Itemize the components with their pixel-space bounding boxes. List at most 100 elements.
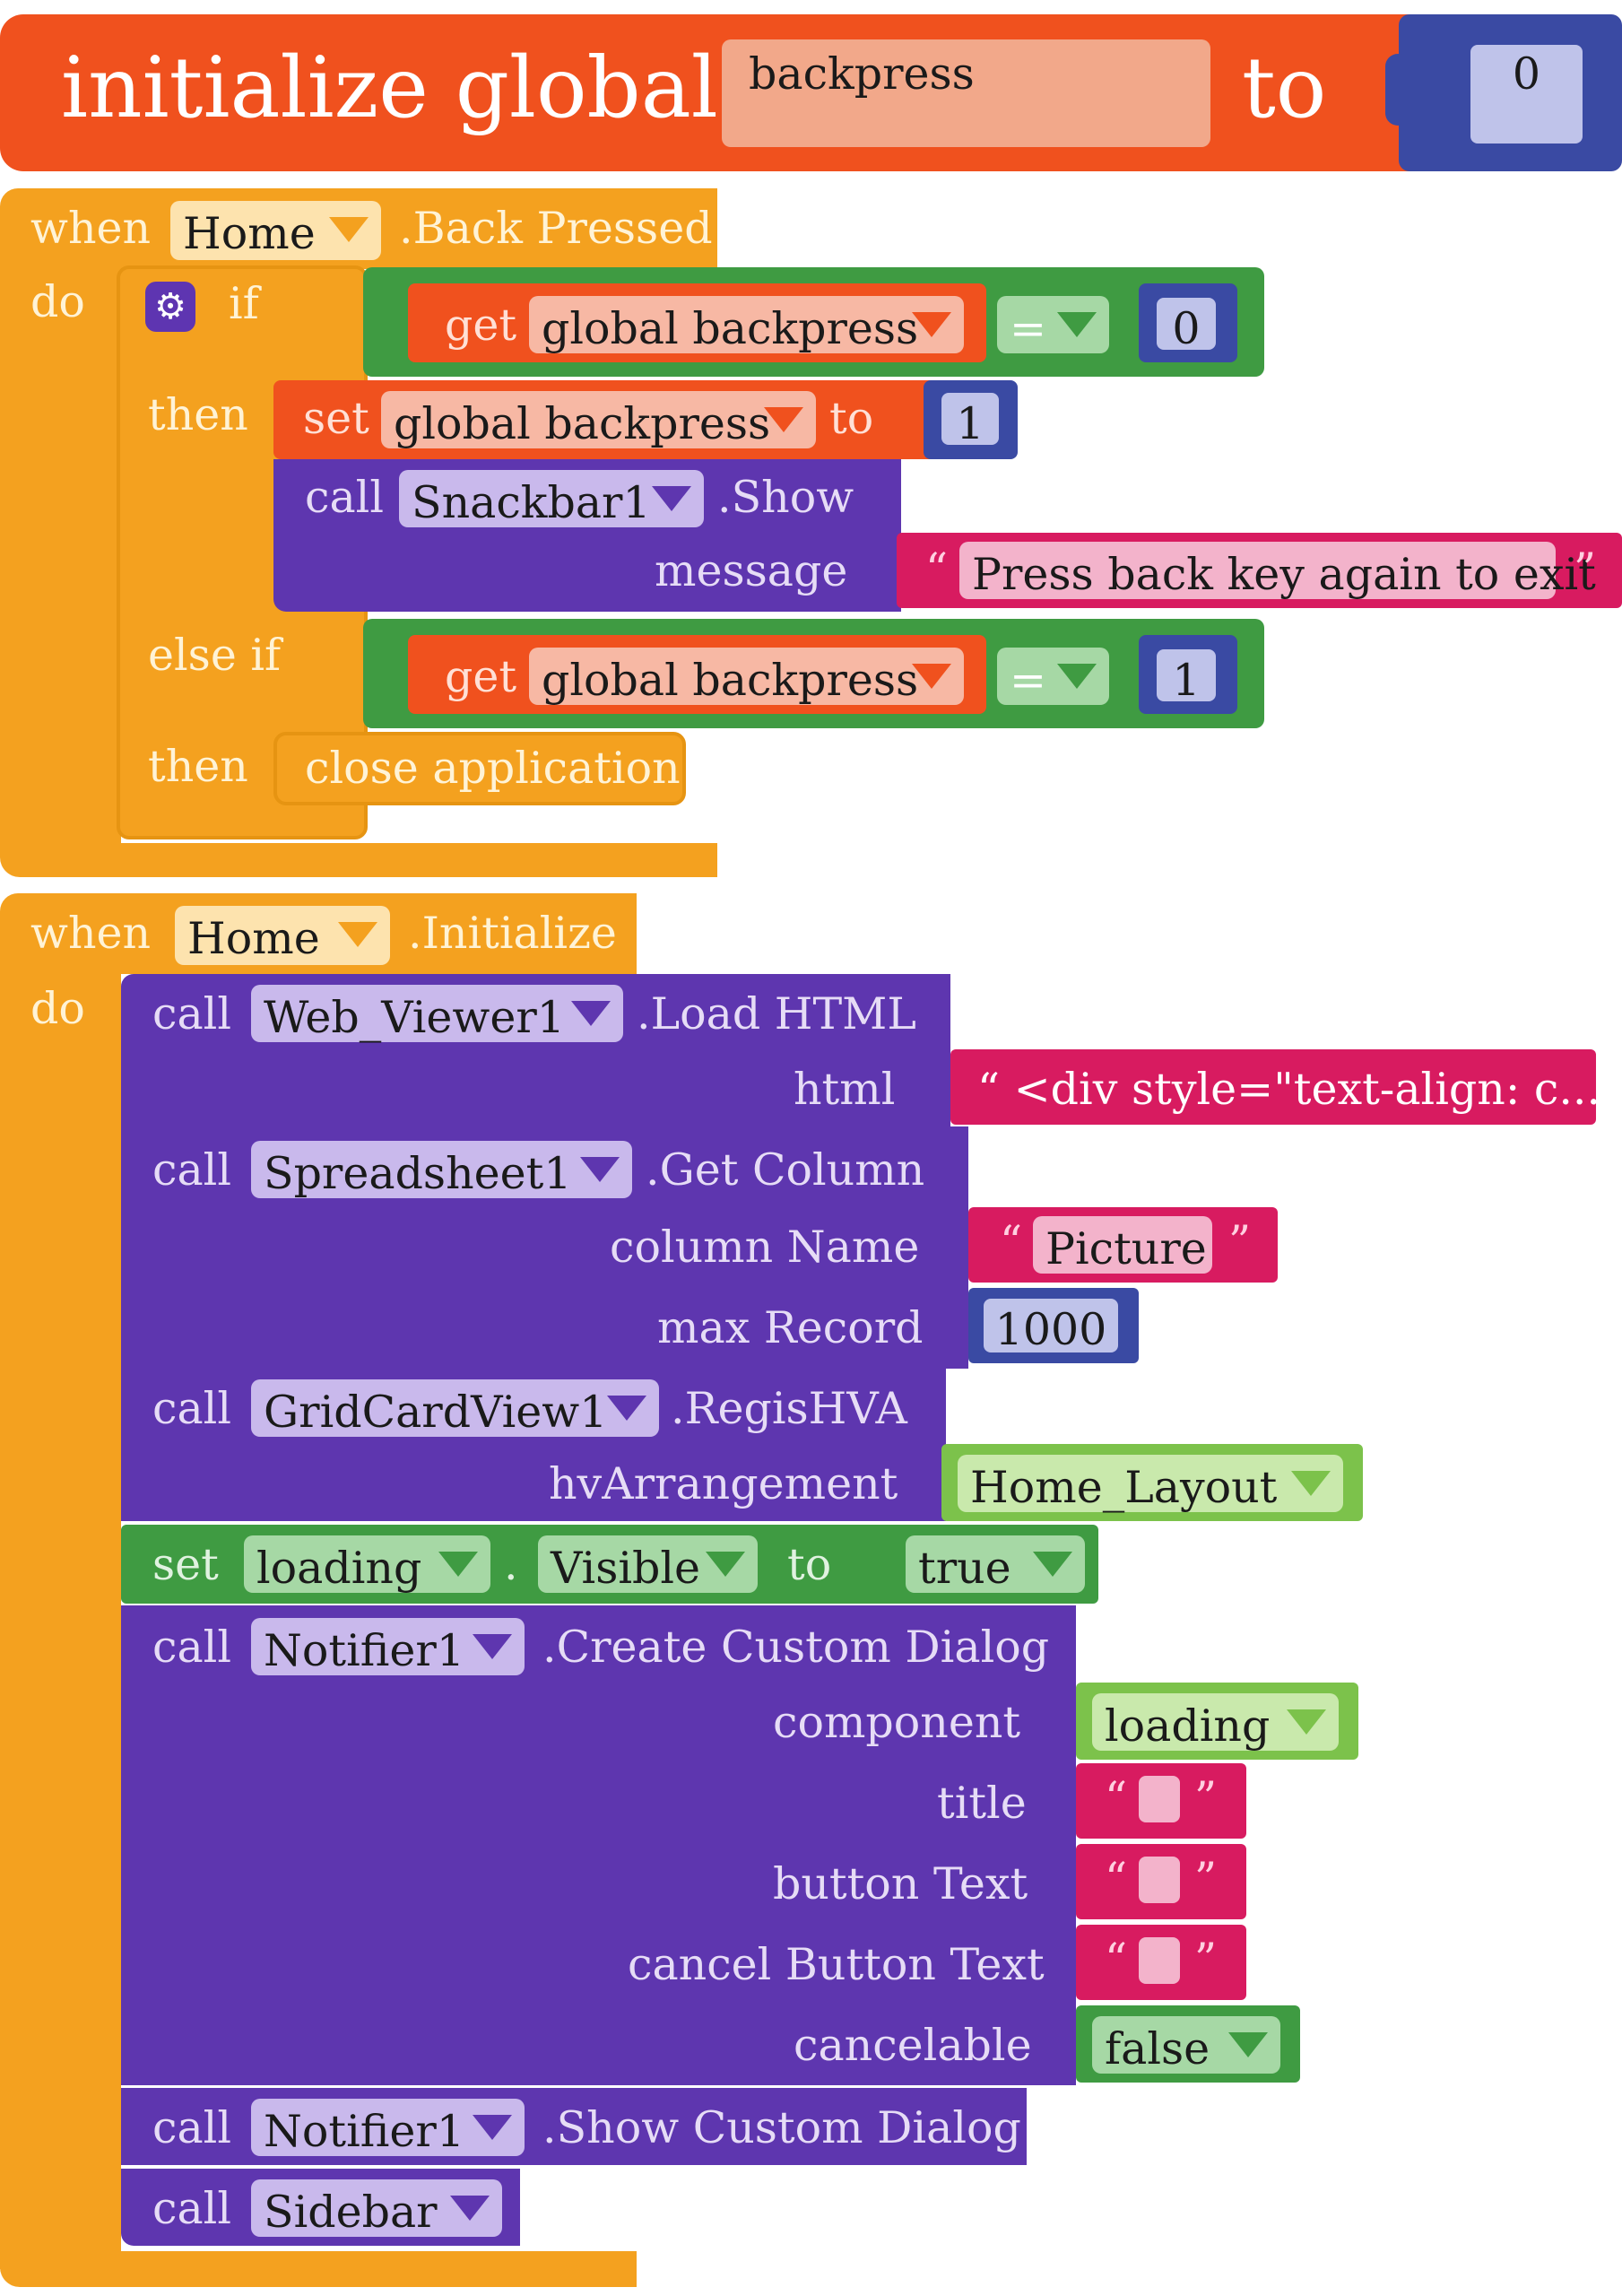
component-dropdown-loading[interactable]: loading	[244, 1535, 490, 1593]
number-value-cond2[interactable]: 1	[1157, 649, 1216, 702]
gear-icon[interactable]: ⚙	[145, 282, 195, 332]
chevron-down-icon	[912, 312, 951, 337]
method-name: .Get Column	[646, 1144, 925, 1196]
call-label: call	[152, 2102, 231, 2153]
initialize-footer	[0, 2251, 637, 2287]
number-value[interactable]: 0	[1470, 45, 1583, 144]
operator-value: =	[1010, 303, 1047, 354]
component-name: Home	[187, 913, 320, 964]
call-label: call	[152, 2183, 231, 2234]
param-hvarrangement-label: hvArrangement	[549, 1458, 898, 1509]
if-label: if	[229, 278, 259, 329]
boolean-value: true	[918, 1543, 1011, 1594]
boolean-dropdown-true[interactable]: true	[906, 1535, 1085, 1593]
initialize-global-label: initialize global	[61, 39, 718, 137]
component-name: loading	[256, 1543, 422, 1594]
quote-close: ”	[1194, 1772, 1218, 1823]
component-dropdown-snackbar[interactable]: Snackbar1	[399, 470, 704, 527]
param-title-label: title	[937, 1778, 1027, 1829]
quote-close: ”	[1194, 1934, 1218, 1985]
component-dropdown-loading-value[interactable]: loading	[1092, 1693, 1339, 1751]
operator-dropdown-1[interactable]: =	[997, 296, 1109, 353]
property-name: Visible	[551, 1543, 701, 1594]
component-dropdown-home[interactable]: Home	[175, 906, 390, 965]
text-value-html[interactable]: “ <div style="text-align: c...	[977, 1064, 1601, 1115]
get-label-1: get	[445, 300, 517, 351]
call-label: call	[305, 472, 384, 523]
component-dropdown-notifier-create[interactable]: Notifier1	[251, 1618, 525, 1675]
close-application-block[interactable]	[273, 732, 686, 805]
event-name: .Back Pressed	[399, 203, 713, 254]
empty-text-button[interactable]	[1139, 1857, 1180, 1903]
property-dropdown-visible[interactable]: Visible	[538, 1535, 758, 1593]
component-dropdown-notifier-show[interactable]: Notifier1	[251, 2099, 525, 2156]
number-value-set[interactable]: 1	[941, 393, 999, 446]
empty-text-cancel[interactable]	[1139, 1937, 1180, 1984]
component-name: Notifier1	[264, 1625, 465, 1676]
chevron-down-icon	[1287, 1709, 1326, 1735]
method-name: .Load HTML	[637, 988, 916, 1039]
operator-dropdown-2[interactable]: =	[997, 648, 1109, 705]
do-label: do	[30, 276, 85, 327]
call-notifier-create-block[interactable]	[121, 1605, 1076, 2085]
init-to-label: to	[1242, 39, 1327, 137]
chevron-down-icon	[1228, 2032, 1268, 2057]
chevron-down-icon	[329, 217, 369, 242]
method-name: .Show	[717, 472, 854, 523]
method-name: .Show Custom Dialog	[542, 2102, 1021, 2153]
variable-name: global backpress	[542, 655, 919, 706]
param-column-name-label: column Name	[610, 1222, 920, 1273]
quote-close: ”	[1194, 1853, 1218, 1904]
do-label: do	[30, 983, 85, 1034]
set-to-label: to	[829, 393, 874, 444]
quote-close: ”	[1228, 1216, 1252, 1267]
component-name: Home	[183, 208, 316, 259]
method-name: .Create Custom Dialog	[542, 1622, 1050, 1673]
text-value-picture[interactable]: Picture	[1033, 1216, 1212, 1274]
when-label: when	[30, 908, 152, 959]
close-application-label: close application	[305, 743, 681, 794]
then-label-2: then	[148, 741, 248, 792]
component-dropdown-sidebar[interactable]: Sidebar	[251, 2179, 502, 2237]
quote-close: ”	[1574, 544, 1597, 595]
variable-dropdown-set[interactable]: global backpress	[381, 391, 816, 448]
else-if-label: else if	[148, 630, 282, 681]
number-value-cond1[interactable]: 0	[1157, 298, 1216, 351]
quote-open: “	[1000, 1216, 1023, 1267]
component-name: GridCardView1	[264, 1387, 608, 1438]
text-value-message[interactable]: Press back key again to exit	[959, 542, 1596, 599]
set-label: set	[152, 1539, 219, 1590]
variable-dropdown-2[interactable]: global backpress	[529, 648, 964, 705]
component-dropdown-home-layout[interactable]: Home_Layout	[958, 1455, 1343, 1512]
number-value-max-record[interactable]: 1000	[984, 1299, 1118, 1352]
component-dropdown-gridcardview[interactable]: GridCardView1	[251, 1379, 659, 1437]
operator-value: =	[1010, 655, 1047, 706]
component-dropdown-spreadsheet[interactable]: Spreadsheet1	[251, 1141, 632, 1198]
quote-open: “	[1105, 1934, 1128, 1985]
chevron-down-icon	[338, 922, 377, 947]
param-max-record-label: max Record	[657, 1302, 924, 1353]
quote-open: “	[925, 544, 949, 595]
component-name: Spreadsheet1	[264, 1148, 572, 1199]
event-footer	[0, 843, 717, 877]
param-cancelable-label: cancelable	[794, 2020, 1032, 2071]
event-name: .Initialize	[408, 908, 617, 959]
component-dropdown-home[interactable]: Home	[170, 201, 381, 260]
boolean-dropdown-false[interactable]: false	[1092, 2016, 1280, 2074]
variable-name: global backpress	[542, 303, 919, 354]
text-block-html[interactable]	[950, 1049, 1596, 1125]
component-name: Home_Layout	[970, 1462, 1278, 1513]
quote-open: “	[1105, 1853, 1128, 1904]
component-name: Snackbar1	[412, 477, 651, 528]
set-to-label: to	[787, 1539, 832, 1590]
variable-name-field[interactable]: backpress	[722, 39, 1210, 147]
component-dropdown-webviewer[interactable]: Web_Viewer1	[251, 985, 623, 1042]
component-name: loading	[1105, 1700, 1271, 1752]
empty-text-title[interactable]	[1139, 1776, 1180, 1822]
param-cancel-button-text-label: cancel Button Text	[628, 1939, 1045, 1990]
param-html-label: html	[794, 1064, 896, 1115]
component-name: Sidebar	[264, 2187, 438, 2238]
call-label: call	[152, 988, 231, 1039]
variable-dropdown-1[interactable]: global backpress	[529, 296, 964, 353]
initialize-do-column	[0, 969, 121, 2269]
